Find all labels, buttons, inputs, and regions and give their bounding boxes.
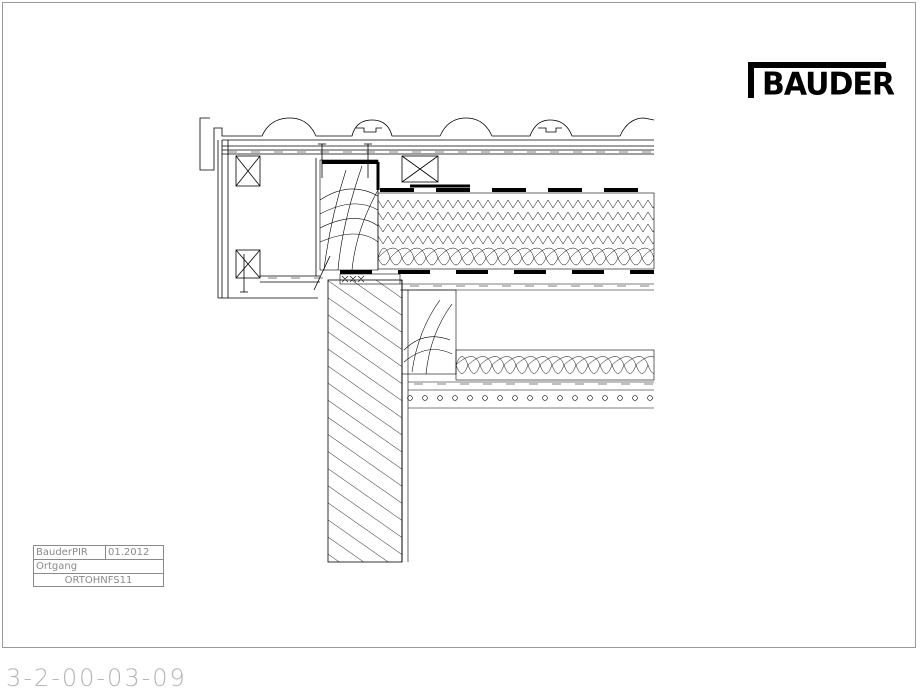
detail-name: Ortgang	[36, 561, 78, 572]
bauder-logo: BAUDER	[748, 62, 895, 103]
ceiling-boards	[407, 381, 654, 409]
drawing-date: 01.2012	[108, 547, 150, 558]
membranes	[322, 160, 654, 274]
lower-insulation	[455, 349, 655, 381]
fasteners	[240, 143, 372, 293]
logo-stem	[748, 62, 754, 98]
detail-code: ORTOHNFS11	[64, 575, 133, 586]
title-block-divider	[105, 546, 106, 560]
wood-texture	[228, 151, 653, 385]
masonry-wall	[327, 279, 409, 563]
product-name: BauderPIR	[36, 547, 88, 558]
title-block-row-2: Ortgang	[34, 560, 163, 574]
logo-text: BAUDER	[762, 66, 895, 103]
roof-tiles	[199, 117, 655, 171]
title-block: BauderPIR 01.2012 Ortgang ORTOHNFS11	[33, 545, 164, 587]
battens	[217, 140, 654, 299]
upper-insulation	[377, 192, 655, 270]
title-block-row-3: ORTOHNFS11	[34, 574, 163, 588]
drawing-sheet	[2, 2, 916, 648]
logo-bar	[748, 62, 886, 68]
internal-beam	[401, 289, 457, 375]
title-block-row-1: BauderPIR 01.2012	[34, 546, 163, 560]
rafter-wood-block	[319, 159, 379, 271]
document-number: 3-2-00-03-09	[6, 664, 187, 692]
